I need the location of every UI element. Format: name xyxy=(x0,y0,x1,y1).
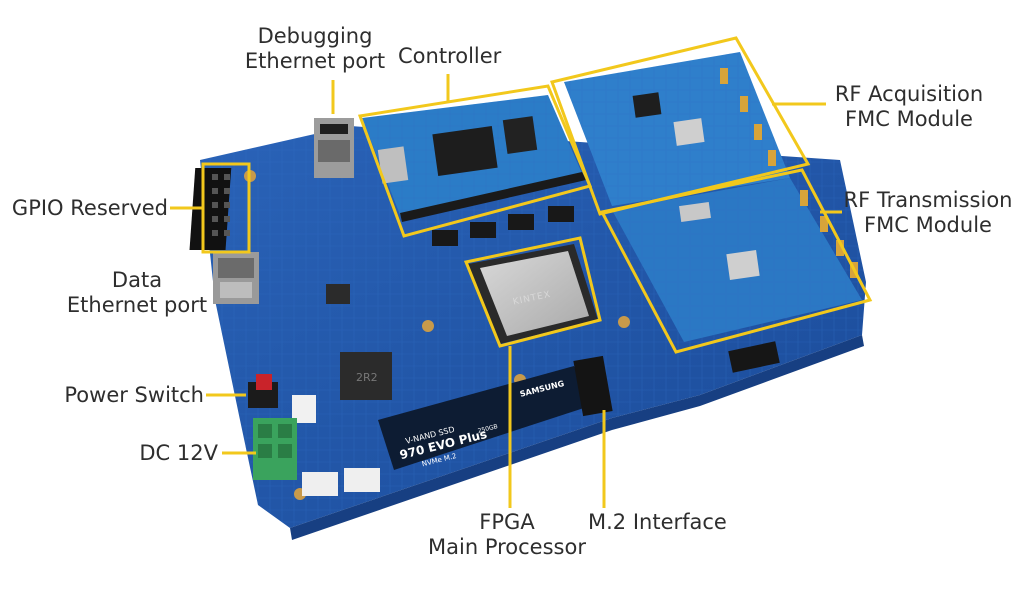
fpga-chip: KINTEX xyxy=(468,244,598,344)
debug-ethernet-jack xyxy=(314,118,354,178)
label-controller: Controller xyxy=(398,44,502,68)
label-rf-transmission-line1: RF Transmission xyxy=(843,188,1013,212)
power-inductors: 2R2 xyxy=(326,284,392,400)
label-fpga-line1: FPGA xyxy=(479,510,535,534)
label-data-ethernet: Data Ethernet port xyxy=(62,268,212,318)
callout-lines xyxy=(170,36,873,508)
label-debugging-ethernet-line2: Ethernet port xyxy=(244,49,386,73)
power-switch xyxy=(248,374,278,408)
label-rf-acquisition-line1: RF Acquisition xyxy=(834,82,984,106)
label-data-ethernet-line1: Data xyxy=(111,268,163,292)
ddr-memory-chips xyxy=(432,206,574,246)
controller-module xyxy=(362,95,586,222)
label-gpio-reserved: GPIO Reserved xyxy=(11,196,168,220)
label-fpga-line2: Main Processor xyxy=(428,535,586,559)
label-debugging-ethernet-line1: Debugging xyxy=(257,24,373,48)
label-fpga: FPGA Main Processor xyxy=(420,510,594,560)
label-rf-acquisition-line2: FMC Module xyxy=(845,107,973,131)
m2-slot xyxy=(573,355,613,417)
rf-transmission-module xyxy=(612,178,862,342)
svg-text:2R2: 2R2 xyxy=(356,371,378,384)
data-ethernet-jack xyxy=(213,252,259,304)
label-rf-transmission: RF Transmission FMC Module xyxy=(840,188,1016,238)
ssd-capacity: 250GB xyxy=(477,423,498,435)
label-rf-acquisition: RF Acquisition FMC Module xyxy=(824,82,994,132)
bottom-connectors xyxy=(302,468,380,496)
label-debugging-ethernet: Debugging Ethernet port xyxy=(240,24,390,74)
edge-connector xyxy=(728,341,780,373)
label-data-ethernet-line2: Ethernet port xyxy=(66,293,208,317)
label-m2-interface: M.2 Interface xyxy=(588,510,727,534)
label-dc-12v: DC 12V xyxy=(139,441,218,465)
dc-power-terminal xyxy=(253,418,297,480)
label-rf-transmission-line2: FMC Module xyxy=(864,213,992,237)
gpio-header xyxy=(189,168,232,250)
rf-acquisition-module xyxy=(564,52,790,206)
label-power-switch: Power Switch xyxy=(64,383,204,407)
